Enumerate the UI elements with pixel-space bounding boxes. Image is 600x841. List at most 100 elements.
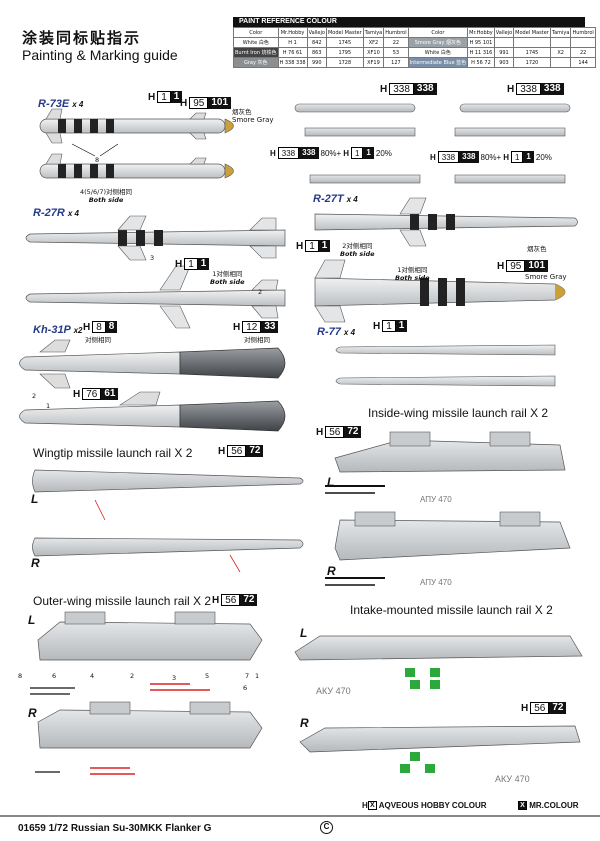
missile-name: R-77 xyxy=(317,326,341,338)
note-cn: 4(5/6/7)对侧相同 xyxy=(80,188,132,196)
paint-code-mr: 72 xyxy=(240,594,258,606)
paint-code: 95 xyxy=(506,260,526,272)
r27r-top-drawing xyxy=(25,215,286,261)
note-cn: 烟灰色 xyxy=(232,108,252,116)
inside-rail-R-drawing xyxy=(325,511,571,586)
legend-label: MR.COLOUR xyxy=(529,801,579,810)
intake-rail-L-drawing xyxy=(294,635,583,689)
right-side-label: R xyxy=(28,706,37,720)
callout-number: 2 xyxy=(32,392,37,400)
stencil-text: АКУ 470 xyxy=(316,686,351,696)
right-side-label: R xyxy=(31,556,40,570)
callout-number: 8 xyxy=(95,156,100,164)
note-cn: 对侧相同 xyxy=(85,336,111,344)
note-cn: 对侧相同 xyxy=(244,336,270,344)
outer-rail-title: Outer-wing missile launch rail X 2 xyxy=(33,594,212,608)
right-side-label: R xyxy=(327,564,336,578)
paint-code-mr: 1 xyxy=(395,320,408,332)
paint-code-mr: 8 xyxy=(105,321,118,333)
paint-code: 1 xyxy=(510,151,524,163)
wingtip-rail-L-drawing xyxy=(32,469,304,521)
paint-code-mr: 338 xyxy=(413,83,437,95)
kh31p-top-drawing xyxy=(19,339,286,389)
outer-rail-L-drawing xyxy=(30,611,263,695)
paint-table-title: PAINT REFERENCE COLOUR xyxy=(233,17,585,27)
callout-number: 4 xyxy=(90,672,95,680)
paint-code: 338 xyxy=(516,83,541,95)
kh31p-bottom-drawing xyxy=(19,391,286,432)
paint-code-mr: 338 xyxy=(540,83,564,95)
right-side-label: R xyxy=(300,716,309,730)
top-right-rail-drawings xyxy=(294,103,571,184)
mix-ratio: 80%+ xyxy=(320,148,342,158)
callout-number: 5 xyxy=(205,672,210,680)
paint-code-mr: 72 xyxy=(246,445,264,457)
stencil-text: АПУ 470 xyxy=(420,578,452,587)
paint-code-mr: 338 xyxy=(299,147,319,159)
left-side-label: L xyxy=(31,492,39,506)
note-en: Both side xyxy=(210,278,245,286)
r27t-top-drawing xyxy=(314,197,578,247)
table-cell: 903 xyxy=(493,57,515,68)
paint-code: 1 xyxy=(157,91,171,103)
callout-number: 6 xyxy=(243,684,248,692)
callout-number: 2 xyxy=(130,672,135,680)
paint-code: 1 xyxy=(350,147,364,159)
callout-number: 6 xyxy=(52,672,57,680)
paint-code-mr: 101 xyxy=(208,97,232,109)
paint-code-mr: 72 xyxy=(549,702,567,714)
missile-qty: x 4 xyxy=(343,328,356,337)
paint-code-mr: 33 xyxy=(261,321,279,333)
callout-number: 1 xyxy=(255,672,260,680)
kh31p-label: Kh-31P x2 xyxy=(33,324,82,336)
callout-number: 3 xyxy=(172,674,177,682)
missile-name: R-73E xyxy=(38,98,70,110)
r27r-label: R-27R x 4 xyxy=(33,207,79,219)
paint-code-mr: 1 xyxy=(318,240,331,252)
callout-number: 8 xyxy=(18,672,23,680)
paint-code: 1 xyxy=(305,240,319,252)
note-en: Smore Gray xyxy=(525,273,567,281)
paint-code: 338 xyxy=(277,147,300,159)
left-side-label: L xyxy=(300,626,308,640)
r27r-bottom-drawing xyxy=(25,265,286,329)
table-cell: 990 xyxy=(306,57,327,68)
callout-number: 2 xyxy=(258,288,263,296)
paint-code: 338 xyxy=(389,83,414,95)
paint-code: 12 xyxy=(242,321,262,333)
paint-code-mr: 72 xyxy=(344,426,362,438)
paint-code: 56 xyxy=(227,445,247,457)
note-cn: 2对侧相同 xyxy=(342,242,373,250)
paint-code-mr: 1 xyxy=(170,91,183,103)
intake-rail-R-drawing xyxy=(299,725,581,773)
mix-ratio: 20% xyxy=(535,152,552,162)
r73e-label: R-73E x 4 xyxy=(38,98,83,110)
table-cell: 144 xyxy=(570,57,596,68)
legend-label: AQVEOUS HOBBY COLOUR xyxy=(378,801,487,810)
stencil-text: АКУ 470 xyxy=(495,774,530,784)
paint-code: 56 xyxy=(325,426,345,438)
paint-code: 95 xyxy=(189,97,209,109)
paint-code-mr: 101 xyxy=(525,260,549,272)
note-en: Both side xyxy=(395,274,430,282)
table-cell: 127 xyxy=(383,57,409,68)
legend-mr: X MR.COLOUR xyxy=(518,801,579,811)
paint-code-mr: 1 xyxy=(523,151,534,163)
note-en: Both side xyxy=(340,250,375,258)
note-cn: 1对侧相同 xyxy=(397,266,428,274)
missile-qty: x 4 xyxy=(346,195,358,204)
r77-bottom-drawing xyxy=(335,375,556,387)
stencil-text: АПУ 470 xyxy=(420,495,452,504)
